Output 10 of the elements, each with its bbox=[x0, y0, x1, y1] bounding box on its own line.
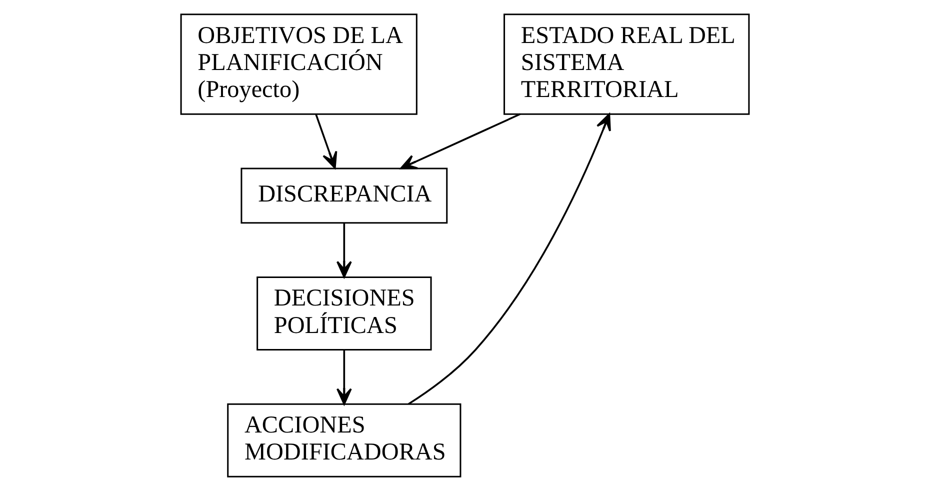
node-box: ESTADO REAL DEL SISTEMA TERRITORIAL bbox=[503, 14, 750, 115]
node-box: DISCREPANCIA bbox=[240, 168, 448, 224]
node-box: DECISIONES POLÍTICAS bbox=[256, 276, 432, 350]
arrow bbox=[336, 223, 352, 278]
arrow bbox=[336, 350, 352, 405]
arrow bbox=[314, 114, 337, 169]
arrow bbox=[400, 113, 520, 170]
node-box: ACCIONES MODIFICADORAS bbox=[226, 403, 461, 478]
arrow bbox=[408, 113, 610, 405]
node-box: OBJETIVOS DE LA PLANIFICACIÓN (Proyecto) bbox=[180, 14, 417, 115]
